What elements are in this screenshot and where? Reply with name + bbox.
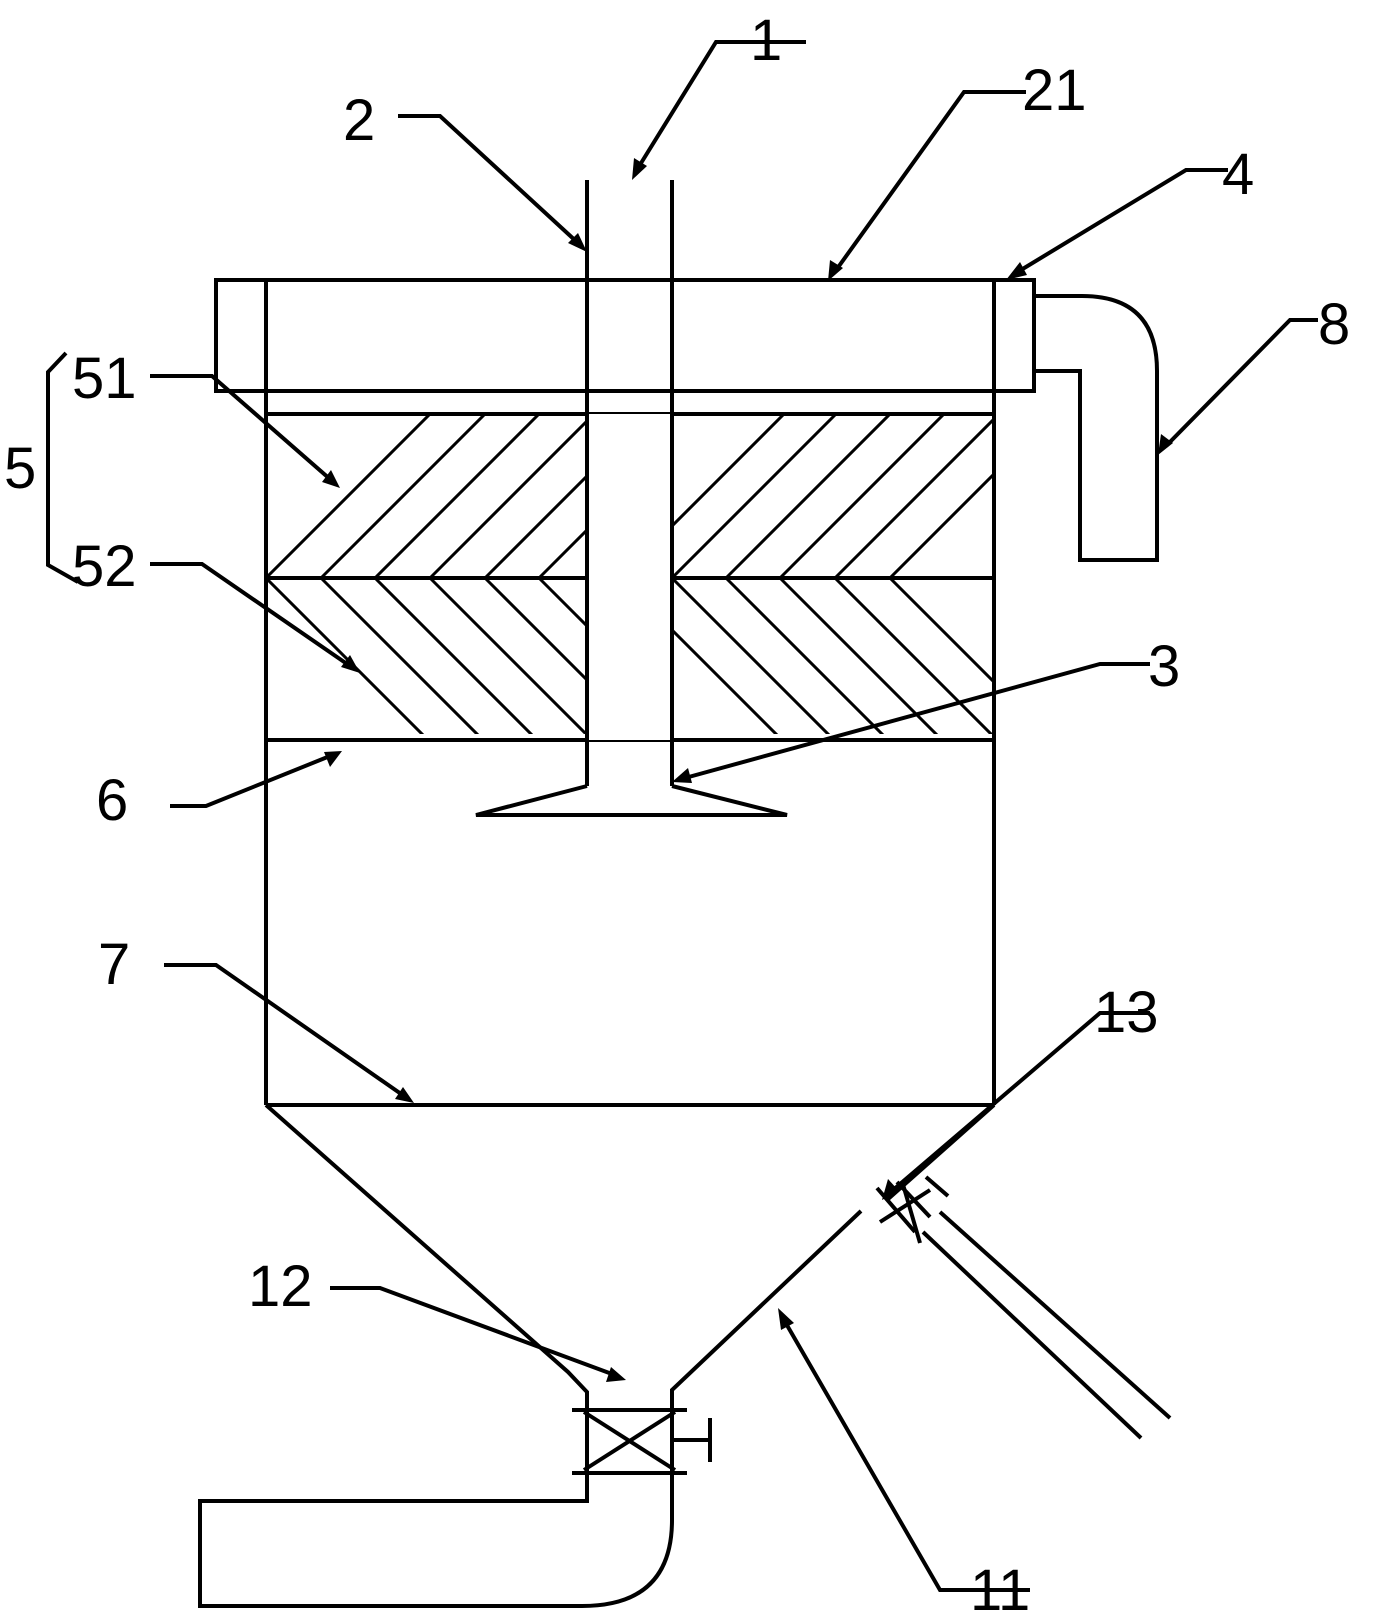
label-8: 8 — [1318, 292, 1350, 357]
label-52: 52 — [72, 534, 137, 599]
side-pipe — [921, 1210, 1172, 1440]
label-2: 2 — [343, 88, 375, 153]
bracket-5 — [46, 351, 79, 584]
label-51: 51 — [72, 346, 137, 411]
label-21: 1 — [750, 8, 782, 73]
callout-labels: 1 2 21 4 8 5 51 52 3 6 7 13 12 11 — [4, 8, 1350, 1613]
label-5: 5 — [4, 436, 36, 501]
bottom-drain-pipe — [198, 1475, 674, 1608]
label-6: 6 — [96, 768, 128, 833]
central-pipe — [475, 180, 788, 817]
label-3: 3 — [1148, 634, 1180, 699]
label-12: 12 — [248, 1254, 313, 1319]
label-1: 21 — [1022, 58, 1087, 123]
label-7: 7 — [98, 932, 130, 997]
tank-lid — [214, 278, 1036, 393]
label-4: 4 — [1222, 142, 1254, 207]
leaders — [150, 40, 1318, 1592]
outlet-pipe — [1034, 294, 1159, 562]
bottom-valve — [572, 1408, 712, 1475]
label-13: 13 — [1094, 980, 1159, 1045]
side-valve — [875, 1175, 950, 1244]
label-11: 11 — [970, 1558, 1030, 1613]
